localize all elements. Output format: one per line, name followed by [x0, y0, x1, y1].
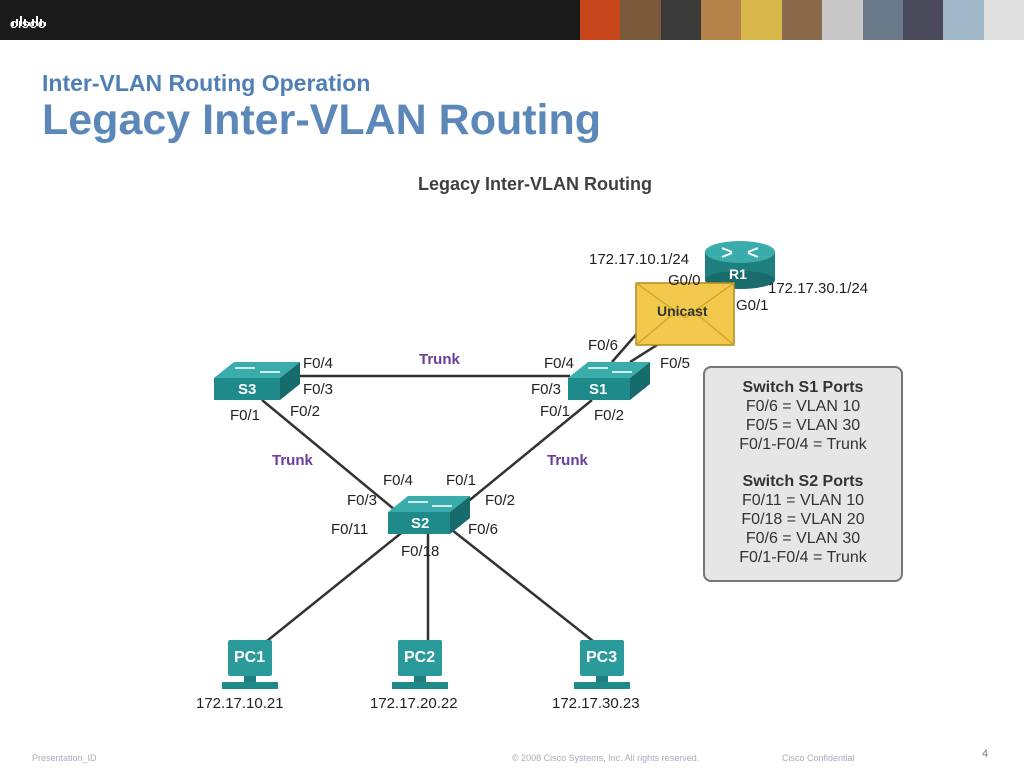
port-label: F0/1	[230, 407, 261, 424]
pc3-label: PC3	[586, 649, 618, 666]
port-label: F0/3	[347, 492, 378, 509]
pc1-icon	[222, 640, 278, 689]
port-label: G0/1	[736, 297, 769, 314]
link-s3-s2	[261, 399, 396, 511]
footer-copyright: © 2008 Cisco Systems, Inc. All rights re…	[512, 753, 700, 763]
port-label: F0/4	[544, 355, 575, 372]
trunk-label-s3-s2: Trunk	[272, 452, 313, 469]
pc1-label: PC1	[234, 649, 266, 666]
s2-ports-heading: Switch S2 Ports	[742, 473, 864, 490]
port-label: F0/1	[446, 472, 477, 489]
page-number: 4	[982, 748, 989, 760]
port-assignment-table: Switch S1 Ports F0/6 = VLAN 10 F0/5 = VL…	[703, 366, 903, 582]
s2-port-line: F0/11 = VLAN 10	[742, 492, 864, 509]
top-banner: CISCO	[0, 0, 1024, 40]
s1-ports-heading: Switch S1 Ports	[742, 379, 864, 396]
router-r1-icon	[705, 241, 775, 289]
port-label: F0/6	[588, 337, 619, 354]
switch-s3-label: S3	[238, 381, 257, 398]
port-label: F0/11	[331, 521, 369, 538]
link-s1-s2	[459, 399, 593, 509]
port-label: G0/0	[668, 272, 701, 289]
footer-confidential: Cisco Confidential	[782, 753, 855, 763]
packet-label: Unicast	[657, 303, 708, 319]
link-s2-pc3	[451, 529, 599, 646]
slide-title: Legacy Inter-VLAN Routing	[42, 96, 602, 144]
pc2-icon	[392, 640, 448, 689]
r1-g01-address: 172.17.30.1/24	[768, 280, 869, 297]
trunk-label-s1-s2: Trunk	[547, 452, 588, 469]
port-label: F0/3	[303, 381, 334, 398]
s1-port-line: F0/6 = VLAN 10	[745, 398, 861, 415]
port-label: F0/5	[660, 355, 691, 372]
port-label: F0/2	[290, 403, 321, 420]
s2-port-line: F0/1-F0/4 = Trunk	[739, 549, 867, 566]
switch-s1-label: S1	[589, 381, 608, 398]
port-label: F0/4	[303, 355, 334, 372]
link-s2-pc1	[261, 529, 406, 646]
port-label: F0/1	[540, 403, 571, 420]
s2-port-line: F0/18 = VLAN 20	[741, 511, 865, 528]
s1-port-line: F0/5 = VLAN 30	[745, 417, 861, 434]
port-label: F0/4	[383, 472, 414, 489]
port-label: F0/18	[401, 543, 440, 560]
cisco-logo: CISCO	[10, 6, 62, 34]
unicast-envelope-icon	[635, 282, 735, 346]
switch-s3-icon	[214, 362, 300, 400]
s2-port-line: F0/6 = VLAN 30	[745, 530, 861, 547]
router-r1-label: R1	[729, 266, 747, 282]
port-label: F0/2	[485, 492, 516, 509]
footer-presentation-id: Presentation_ID	[32, 753, 97, 763]
pc2-address: 172.17.20.22	[370, 695, 458, 712]
pc2-label: PC2	[404, 649, 436, 666]
slide-subtitle: Inter-VLAN Routing Operation	[42, 70, 371, 96]
r1-g00-address: 172.17.10.1/24	[589, 251, 690, 268]
pc3-icon	[574, 640, 630, 689]
switch-s2-label: S2	[411, 515, 430, 532]
port-label: F0/2	[594, 407, 625, 424]
switch-s1-icon	[568, 362, 650, 400]
diagram-title: Legacy Inter-VLAN Routing	[418, 174, 653, 194]
s1-port-line: F0/1-F0/4 = Trunk	[739, 436, 867, 453]
banner-photo-strip	[580, 0, 1024, 40]
trunk-label-s3-s1: Trunk	[419, 351, 460, 368]
pc3-address: 172.17.30.23	[552, 695, 640, 712]
pc1-address: 172.17.10.21	[196, 695, 284, 712]
port-label: F0/6	[468, 521, 499, 538]
switch-s2-icon	[388, 496, 470, 534]
port-label: F0/3	[531, 381, 562, 398]
